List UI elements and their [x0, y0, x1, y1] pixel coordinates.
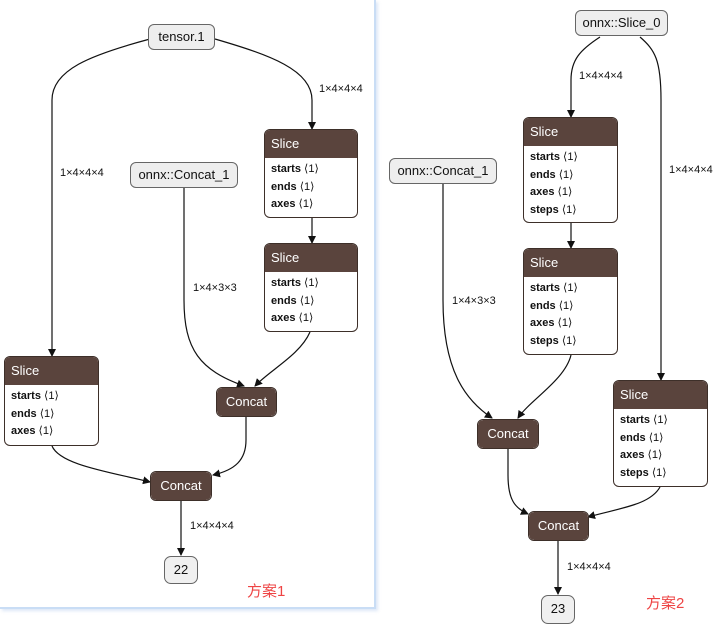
concat-node-inner[interactable]: Concat	[216, 387, 277, 417]
concat-node-inner[interactable]: Concat	[477, 419, 539, 449]
edge-label-concat-to-output: 1×4×4×4	[190, 520, 234, 532]
attr-ends: ends ⟨1⟩	[271, 180, 315, 193]
slice-node-title: Slice	[614, 381, 707, 409]
concat-node-title: Concat	[151, 472, 211, 500]
attr-axes: axes ⟨1⟩	[271, 312, 314, 324]
edge-input-to-slice-a	[567, 36, 601, 118]
edge-tensor-to-slice-b	[214, 38, 316, 130]
slice-node-title: Slice	[265, 130, 357, 158]
slice-node-title: Slice	[524, 118, 617, 146]
slice-node-c[interactable]: Slice starts ⟨1⟩ ends ⟨1⟩ axes ⟨1⟩ steps…	[613, 380, 708, 487]
slice-node-attrs: starts ⟨1⟩ ends ⟨1⟩ axes ⟨1⟩	[265, 272, 357, 330]
slice-node-attrs: starts ⟨1⟩ ends ⟨1⟩ axes ⟨1⟩	[265, 158, 357, 216]
slice-node-attrs: starts ⟨1⟩ ends ⟨1⟩ axes ⟨1⟩ steps ⟨1⟩	[614, 409, 707, 484]
attr-steps: steps ⟨1⟩	[620, 466, 667, 479]
attr-starts: starts ⟨1⟩	[530, 151, 578, 163]
attr-starts: starts ⟨1⟩	[11, 390, 59, 402]
edge-concat1-to-concat-inner	[442, 184, 493, 419]
output-node[interactable]: 22	[164, 556, 198, 584]
slice-node-title: Slice	[265, 244, 357, 272]
edge-slice-a-to-concat-outer	[51, 445, 151, 485]
edge-input-to-slice-c	[639, 36, 665, 381]
attr-axes: axes ⟨1⟩	[11, 425, 54, 437]
slice-node-b[interactable]: Slice starts ⟨1⟩ ends ⟨1⟩ axes ⟨1⟩	[264, 129, 358, 218]
attr-steps: steps ⟨1⟩	[530, 203, 577, 216]
attr-steps: steps ⟨1⟩	[530, 334, 577, 347]
attr-ends: ends ⟨1⟩	[530, 168, 574, 181]
attr-ends: ends ⟨1⟩	[620, 431, 664, 444]
concat-node-outer[interactable]: Concat	[528, 511, 589, 541]
edge-label-input-to-slice-c: 1×4×4×4	[669, 164, 713, 176]
attr-starts: starts ⟨1⟩	[530, 282, 578, 294]
attr-axes: axes ⟨1⟩	[530, 317, 573, 329]
attr-ends: ends ⟨1⟩	[11, 407, 55, 420]
input-node-concat1[interactable]: onnx::Concat_1	[389, 158, 497, 184]
slice-node-a[interactable]: Slice starts ⟨1⟩ ends ⟨1⟩ axes ⟨1⟩	[4, 356, 99, 446]
edge-slice-b-to-concat-inner	[517, 354, 572, 419]
slice-node-title: Slice	[5, 357, 98, 385]
edge-label-concat1-to-concat: 1×4×3×3	[452, 295, 496, 307]
concat-node-title: Concat	[529, 512, 588, 540]
edge-concat-inner-to-concat-outer	[212, 417, 247, 478]
attr-ends: ends ⟨1⟩	[271, 294, 315, 307]
edge-concat-inner-to-concat-outer	[507, 449, 529, 515]
concat-node-title: Concat	[217, 388, 276, 416]
scheme-label-1: 方案1	[247, 583, 286, 600]
attr-starts: starts ⟨1⟩	[620, 414, 668, 426]
input-node-tensor[interactable]: tensor.1	[148, 24, 215, 50]
edge-label-input-to-slice-a: 1×4×4×4	[579, 70, 623, 82]
input-node-slice0[interactable]: onnx::Slice_0	[575, 10, 668, 36]
left-panel	[0, 0, 376, 609]
edge-label-concat1-to-concat: 1×4×3×3	[193, 282, 237, 294]
attr-axes: axes ⟨1⟩	[620, 449, 663, 461]
scheme-label-2: 方案2	[646, 595, 685, 612]
attr-starts: starts ⟨1⟩	[271, 277, 319, 289]
slice-node-attrs: starts ⟨1⟩ ends ⟨1⟩ axes ⟨1⟩ steps ⟨1⟩	[524, 146, 617, 221]
edge-label-tensor-to-slice-a: 1×4×4×4	[60, 167, 104, 179]
concat-node-outer[interactable]: Concat	[150, 471, 212, 501]
slice-node-attrs: starts ⟨1⟩ ends ⟨1⟩ axes ⟨1⟩ steps ⟨1⟩	[524, 277, 617, 352]
output-node[interactable]: 23	[541, 595, 575, 624]
input-node-concat1[interactable]: onnx::Concat_1	[130, 162, 238, 188]
attr-starts: starts ⟨1⟩	[271, 163, 319, 175]
edge-slice-c-to-concat-inner	[254, 331, 311, 387]
edge-concat1-to-concat-inner	[183, 188, 245, 388]
slice-node-b[interactable]: Slice starts ⟨1⟩ ends ⟨1⟩ axes ⟨1⟩ steps…	[523, 248, 618, 355]
slice-node-c[interactable]: Slice starts ⟨1⟩ ends ⟨1⟩ axes ⟨1⟩	[264, 243, 358, 332]
attr-axes: axes ⟨1⟩	[530, 186, 573, 198]
attr-ends: ends ⟨1⟩	[530, 299, 574, 312]
edge-tensor-to-slice-a	[48, 38, 151, 357]
edge-slice-c-to-concat-outer	[587, 486, 661, 519]
edge-label-concat-to-output: 1×4×4×4	[567, 561, 611, 573]
attr-axes: axes ⟨1⟩	[271, 198, 314, 210]
slice-node-attrs: starts ⟨1⟩ ends ⟨1⟩ axes ⟨1⟩	[5, 385, 98, 443]
slice-node-a[interactable]: Slice starts ⟨1⟩ ends ⟨1⟩ axes ⟨1⟩ steps…	[523, 117, 618, 223]
edge-label-tensor-to-slice-b: 1×4×4×4	[319, 83, 363, 95]
slice-node-title: Slice	[524, 249, 617, 277]
concat-node-title: Concat	[478, 420, 538, 448]
